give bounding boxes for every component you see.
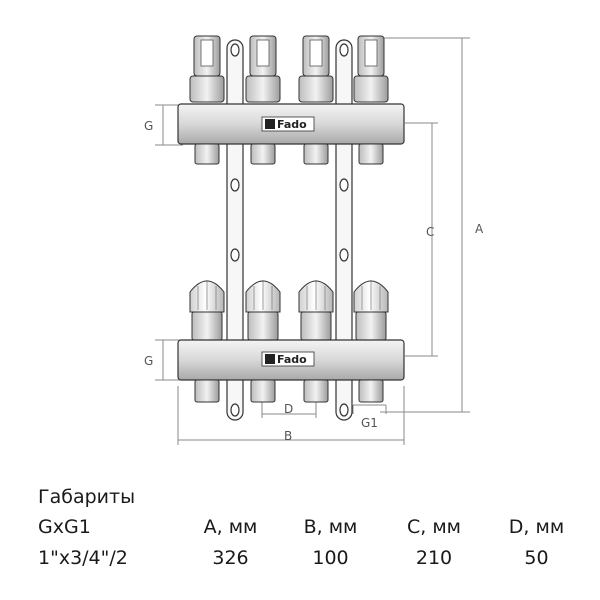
value-b: 100 [312,547,349,569]
top-outlets [194,143,384,165]
header-b: B, мм [303,516,358,538]
top-brand-plate: Fado [261,116,315,132]
header-d: D, мм [508,516,565,538]
bottom-brand-plate: Fado [261,351,315,367]
header-gxg1: GxG1 [38,516,91,538]
dimensions-title: Габариты [38,486,136,508]
dim-label-b: B [284,429,292,443]
top-brand-text: Fado [277,118,307,131]
dimensions-table: Габариты GxG1 A, мм B, мм C, мм D, мм 1"… [38,482,583,574]
dim-label-g1: G1 [361,416,378,430]
flow-meters [189,35,389,103]
value-gxg1: 1"x3/4"/2 [38,547,128,569]
manifold-drawing: A C G G D B G1 [144,35,484,445]
dim-label-c: C [426,225,434,239]
fado-logo-icon [265,354,275,364]
dimensions-value-row: 1"x3/4"/2 326 100 210 50 [38,543,583,574]
header-c: C, мм [406,516,461,538]
value-c: 210 [415,547,453,569]
bottom-brand-text: Fado [277,353,307,366]
value-d: 50 [524,547,549,569]
dim-label-g-top: G [144,119,153,133]
dim-label-g-bottom: G [144,354,153,368]
dimension-lines [155,37,470,445]
dimensions-header-row: GxG1 A, мм B, мм C, мм D, мм [38,512,583,543]
fado-logo-icon [265,119,275,129]
dim-label-d: D [284,402,293,416]
value-a: 326 [212,547,249,569]
valve-knobs [189,280,389,341]
dim-label-a: A [475,222,484,236]
bottom-outlets [194,379,384,403]
header-a: A, мм [203,516,258,538]
